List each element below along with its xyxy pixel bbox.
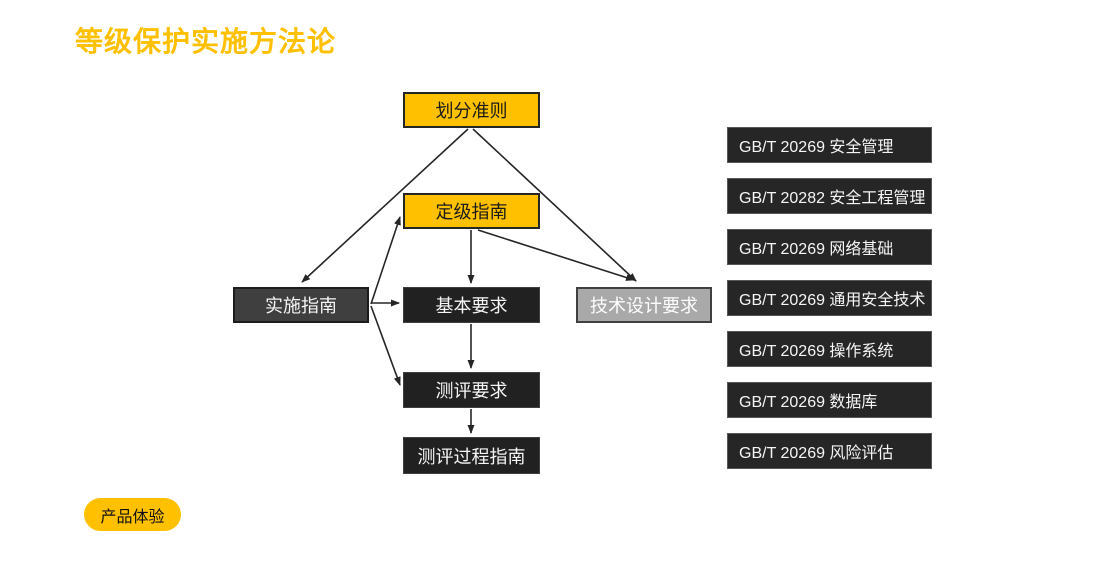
page-title: 等级保护实施方法论 bbox=[75, 26, 337, 57]
arrow-grading-to-technical-design bbox=[477, 229, 635, 281]
standard-item: GB/T 20282 安全工程管理 bbox=[727, 178, 932, 214]
standard-item: GB/T 20269 通用安全技术 bbox=[727, 280, 932, 316]
arrow-classification-to-implementation bbox=[301, 128, 469, 283]
standard-item: GB/T 20269 操作系统 bbox=[727, 331, 932, 367]
node-grading-guide[interactable]: 定级指南 bbox=[403, 193, 540, 229]
standard-item: GB/T 20269 数据库 bbox=[727, 382, 932, 418]
node-basic-requirements[interactable]: 基本要求 bbox=[403, 287, 540, 323]
standards-list: GB/T 20269 安全管理 GB/T 20282 安全工程管理 GB/T 2… bbox=[727, 127, 932, 484]
node-evaluation-requirements[interactable]: 测评要求 bbox=[403, 372, 540, 408]
arrow-classification-to-technical-design bbox=[472, 128, 637, 282]
arrow-implementation-to-grading bbox=[370, 216, 401, 305]
node-technical-design-requirements[interactable]: 技术设计要求 bbox=[576, 287, 712, 323]
product-experience-button[interactable]: 产品体验 bbox=[84, 498, 181, 531]
standard-item: GB/T 20269 安全管理 bbox=[727, 127, 932, 163]
arrow-implementation-to-evaluation bbox=[370, 305, 401, 386]
node-classification-criteria[interactable]: 划分准则 bbox=[403, 92, 540, 128]
node-implementation-guide[interactable]: 实施指南 bbox=[233, 287, 369, 323]
standard-item: GB/T 20269 网络基础 bbox=[727, 229, 932, 265]
node-evaluation-process-guide[interactable]: 测评过程指南 bbox=[403, 437, 540, 474]
standard-item: GB/T 20269 风险评估 bbox=[727, 433, 932, 469]
